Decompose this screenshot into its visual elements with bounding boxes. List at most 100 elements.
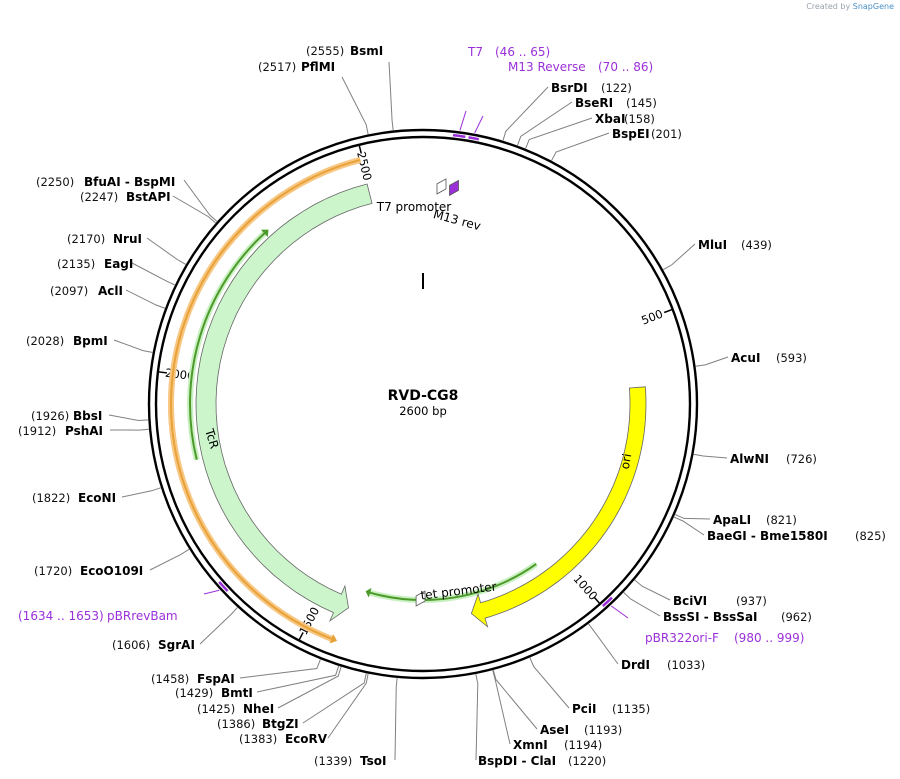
orf-arcs — [168, 157, 539, 644]
primer-mark-pbrrevbam — [218, 581, 229, 592]
enzyme-name-bfuai-bspmi: BfuAI - BspMI — [84, 175, 175, 189]
enzyme-name-apali: ApaLI — [713, 513, 751, 527]
enzyme-leader-xbai — [525, 117, 593, 149]
scale-tick-1500 — [298, 632, 304, 641]
tet-promoter-glyph — [415, 590, 426, 607]
enzyme-name-bstapi: BstAPI — [126, 190, 171, 204]
enzyme-leader-ecorv — [327, 673, 369, 739]
enzyme-leader-pcii — [529, 657, 570, 709]
enzyme-pos-pcii: (1135) — [612, 702, 650, 716]
enzyme-pos-bsssi-bsssai: (962) — [781, 610, 812, 624]
enzyme-leader-fspai — [239, 659, 321, 679]
primer-range-pbr322ori-f: (980 .. 999) — [734, 631, 804, 645]
enzyme-name-baegi-bme1580i: BaeGI - Bme1580I — [707, 529, 828, 543]
primer-marks: T7(46 .. 65)M13 Reverse(70 .. 86)pBR322o… — [18, 45, 804, 645]
backbone-inner-ring — [154, 135, 692, 673]
m13-rev-glyph-shape — [449, 179, 459, 197]
enzyme-name-nhei: NheI — [243, 702, 274, 716]
enzyme-leader-btgzi — [302, 672, 367, 724]
enzyme-name-btgzi: BtgZI — [262, 717, 299, 731]
enzyme-pos-apali: (821) — [766, 513, 797, 527]
enzyme-leader-nhei — [277, 666, 342, 709]
created-by-text: Created by — [806, 2, 851, 11]
enzyme-name-nrui: NruI — [113, 232, 142, 246]
orf-arc-1 — [170, 158, 361, 641]
snapgene-logo: SnapGene — [852, 2, 894, 11]
orf-arc-2 — [189, 230, 268, 460]
enzyme-pos-bbsi: (1926) — [31, 409, 69, 423]
enzyme-pos-bsrdi: (122) — [601, 81, 632, 95]
scale-tick-label-500: 500 — [639, 307, 664, 328]
enzyme-name-tsoi: TsoI — [360, 754, 386, 768]
map-center: RVD-CG8 2600 bp — [388, 388, 459, 418]
t7-promoter-label: T7 promoter — [376, 200, 452, 214]
enzyme-leader-alwni — [693, 453, 728, 459]
plasmid-length: 2600 bp — [399, 404, 447, 418]
enzyme-name-bsssi-bsssai: BssSI - BssSaI — [663, 610, 758, 624]
enzyme-sites: BsmI(2555)PflMI(2517)BsrDI(122)BseRI(145… — [18, 44, 886, 768]
enzyme-name-fspai: FspAI — [197, 672, 235, 686]
enzyme-leader-apali — [674, 513, 711, 520]
enzyme-leader-bpmi — [113, 339, 153, 353]
scale-tick-1000 — [593, 596, 601, 605]
enzyme-pos-eagi: (2135) — [57, 257, 95, 271]
enzyme-name-asei: AseI — [540, 723, 569, 737]
enzyme-pos-bfuai-bspmi: (2250) — [36, 175, 74, 189]
ori-arrow — [470, 386, 647, 628]
enzyme-name-bspdi-clai: BspDI - ClaI — [478, 754, 556, 768]
enzyme-leader-baegi-bme1580i — [673, 516, 705, 536]
enzyme-pos-ecorv: (1383) — [239, 732, 277, 746]
enzyme-leader-eagi — [131, 262, 176, 286]
enzyme-name-pcii: PciI — [572, 702, 597, 716]
enzyme-pos-acli: (2097) — [50, 284, 88, 298]
enzyme-pos-alwni: (726) — [786, 452, 817, 466]
scale-tick-2500 — [358, 144, 362, 154]
enzyme-name-xmni: XmnI — [513, 738, 548, 752]
enzyme-name-bspei: BspEI — [612, 127, 650, 141]
enzyme-pos-bspei: (201) — [651, 127, 682, 141]
enzyme-name-ecoo109i: EcoO109I — [80, 564, 143, 578]
primer-mark-t7 — [452, 133, 466, 139]
snapgene-badge: Created by SnapGene — [806, 2, 894, 11]
tcr-arrow — [195, 183, 373, 623]
enzyme-pos-bstapi: (2247) — [80, 190, 118, 204]
primer-leader-pbrrevbam — [203, 589, 220, 595]
enzyme-name-sgrai: SgrAI — [158, 638, 195, 652]
enzyme-pos-bspdi-clai: (1220) — [568, 754, 606, 768]
enzyme-pos-sgrai: (1606) — [112, 638, 150, 652]
enzyme-leader-acli — [125, 289, 166, 309]
orf-arrowhead-2 — [260, 229, 269, 238]
enzyme-pos-mlui: (439) — [741, 238, 772, 252]
enzyme-pos-bmti: (1429) — [175, 686, 213, 700]
enzyme-leader-bsssi-bsssai — [623, 591, 661, 617]
enzyme-pos-bcivi: (937) — [736, 594, 767, 608]
enzyme-name-acui: AcuI — [731, 351, 760, 365]
enzyme-name-bbsi: BbsI — [73, 409, 102, 423]
enzyme-pos-btgzi: (1386) — [217, 717, 255, 731]
enzyme-name-pflmi: PflMI — [301, 60, 335, 74]
enzyme-pos-nhei: (1425) — [197, 702, 235, 716]
enzyme-name-bmti: BmtI — [221, 686, 253, 700]
enzyme-name-bseri: BseRI — [575, 96, 613, 110]
enzyme-leader-acui — [695, 356, 729, 367]
enzyme-pos-baegi-bme1580i: (825) — [855, 529, 886, 543]
enzyme-name-pshai: PshAI — [65, 424, 103, 438]
primer-leader-t7 — [459, 110, 467, 131]
m13-rev-label: M13 rev — [432, 207, 483, 233]
backbone — [147, 128, 699, 680]
enzyme-leader-asei — [492, 669, 538, 730]
enzyme-name-eagi: EagI — [104, 257, 133, 271]
scale-tick-500 — [663, 308, 673, 314]
primer-range-t7: (46 .. 65) — [495, 45, 550, 59]
enzyme-pos-xbai: (158) — [624, 112, 655, 126]
enzyme-name-alwni: AlwNI — [730, 452, 769, 466]
enzyme-name-mlui: MluI — [698, 238, 727, 252]
enzyme-leader-nrui — [146, 237, 187, 266]
enzyme-pos-bpmi: (2028) — [26, 334, 64, 348]
enzyme-leader-sgrai — [199, 606, 239, 645]
enzyme-name-acli: AclI — [98, 284, 123, 298]
enzyme-leader-xmni — [492, 669, 511, 745]
enzyme-leader-bstapi — [172, 195, 217, 224]
enzyme-leader-ecoo109i — [149, 548, 190, 571]
enzyme-pos-ecoo109i: (1720) — [34, 564, 72, 578]
